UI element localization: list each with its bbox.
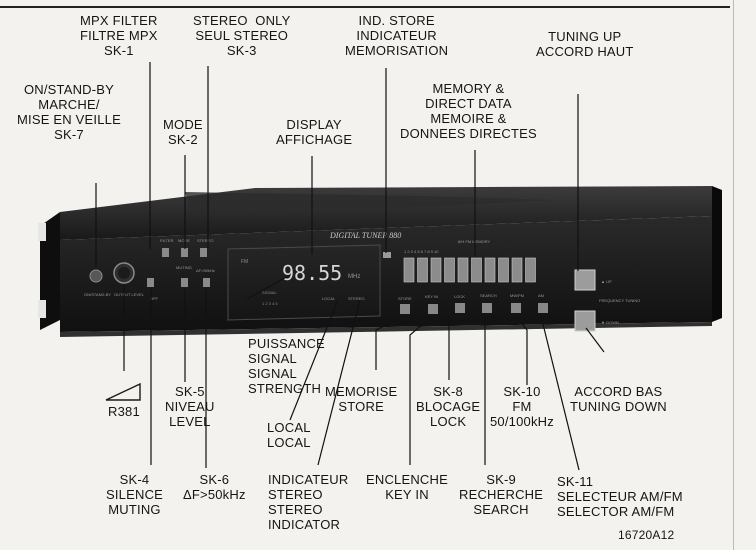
memory-key[interactable]	[444, 257, 455, 283]
label-stereo-only: STEREO ONLY SEUL STEREO SK-3	[193, 13, 291, 58]
sk6-switch[interactable]	[203, 278, 210, 287]
memory-key[interactable]	[511, 257, 523, 283]
down-text: ▼ DOWN	[601, 320, 619, 325]
figure-reference: 16720A12	[618, 528, 675, 542]
tuning-up-button[interactable]	[574, 269, 596, 291]
memory-header: 8/H FM MEMORY	[458, 239, 490, 244]
store-indicator	[383, 252, 391, 258]
search-text: SEARCH	[480, 293, 497, 298]
memory-key[interactable]	[403, 257, 415, 283]
signal-text: SIGNAL	[262, 290, 277, 295]
up-text: ▲ UP	[601, 279, 612, 284]
rack-ear-hole-bottom	[38, 300, 46, 318]
memory-key[interactable]	[498, 257, 509, 283]
right-rule	[733, 0, 734, 550]
filter-text: FILTER	[160, 238, 174, 243]
memory-key[interactable]	[525, 257, 536, 283]
leader-lines	[95, 62, 605, 471]
left-controls: ON/STAND-BY OUTPUT LEVEL	[84, 262, 145, 297]
lock-button[interactable]	[455, 303, 465, 313]
label-r381: R381	[108, 404, 140, 419]
label-mode: MODE SK-2	[163, 117, 203, 147]
memory-numbers: 1 2 3 4 5 6 7 8 9 10	[404, 249, 439, 254]
off-text: OFF	[150, 296, 159, 301]
label-sk8: SK-8 BLOCAGE LOCK	[416, 384, 481, 429]
display-window: DIGITAL TUNER 880 FM 98.55 MHz SIGNAL 1 …	[227, 231, 401, 321]
sk1-switch[interactable]	[162, 248, 169, 257]
sk4-switch[interactable]	[147, 278, 154, 287]
local-text: LOCAL	[322, 296, 336, 301]
power-button[interactable]	[89, 269, 103, 283]
label-on-standby: ON/STAND-BY MARCHE/ MISE EN VEILLE SK-7	[17, 82, 121, 142]
fm-text: FM	[241, 259, 248, 265]
memory-key[interactable]	[484, 257, 496, 283]
label-sk5: SK-5 NIVEAU LEVEL	[165, 384, 215, 429]
rack-ear-hole-top	[38, 223, 46, 241]
memory-section: 8/H FM MEMORY 1 2 3 4 5 6 7 8 9 10	[383, 239, 536, 283]
tuning-down-button[interactable]	[574, 310, 596, 332]
ifbw-text: ΔF>50kHz	[196, 268, 215, 273]
signal-steps: 1 2 3 4 5	[262, 301, 278, 306]
label-sk10: SK-10 FM 50/100kHz	[490, 384, 554, 429]
stereo-text: STEREO	[197, 238, 213, 243]
sk2-switch[interactable]	[181, 248, 188, 257]
memory-key[interactable]	[417, 257, 428, 283]
keyin-text: KEY IN	[425, 294, 438, 299]
sk3-switch[interactable]	[200, 248, 207, 257]
am-text: AM	[538, 293, 544, 298]
lower-buttons: STORE KEY IN LOCK SEARCH MW/FM AM	[398, 293, 548, 314]
output-level-text: OUTPUT LEVEL	[114, 292, 145, 297]
r381-triangle	[105, 382, 141, 401]
mhz-text: MHz	[348, 274, 360, 280]
label-sk11: SK-11 SELECTEUR AM/FM SELECTOR AM/FM	[557, 474, 683, 519]
label-sk9: SK-9 RECHERCHE SEARCH	[459, 472, 544, 517]
frequency-readout: 98.55	[282, 261, 342, 285]
label-display: DISPLAY AFFICHAGE	[276, 117, 353, 147]
am-fm-selector-button[interactable]	[538, 303, 548, 313]
tuner-cabinet	[38, 186, 722, 337]
label-sk4: SK-4 SILENCE MUTING	[106, 472, 164, 517]
label-sk6: SK-6 ΔF>50kHz	[183, 472, 246, 502]
label-stereo-indicator: INDICATEUR STEREO STEREO INDICATOR	[268, 472, 349, 532]
memory-key[interactable]	[471, 257, 482, 283]
muting-text: MUTING	[176, 265, 192, 270]
label-accord-bas: ACCORD BAS TUNING DOWN	[570, 384, 667, 414]
label-tuning-up: TUNING UP ACCORD HAUT	[536, 29, 634, 59]
keyin-button[interactable]	[428, 304, 438, 314]
search-button[interactable]	[482, 303, 492, 313]
front-panel	[60, 216, 712, 332]
label-memory: MEMORY & DIRECT DATA MEMOIRE & DONNEES D…	[400, 81, 537, 141]
tuning-section: ▲ UP ▼ DOWN FREQUENCY TUNING	[574, 269, 640, 332]
memory-key[interactable]	[457, 257, 469, 283]
mode-text: MODE	[178, 238, 190, 243]
stereo-indicator-text: STEREO	[348, 296, 364, 301]
lock-text: LOCK	[454, 294, 465, 299]
store-text: STORE	[398, 296, 412, 301]
mwfm-text: MW/FM	[510, 293, 524, 298]
fm-step-button[interactable]	[511, 303, 521, 313]
label-mpx-filter: MPX FILTER FILTRE MPX SK-1	[80, 13, 158, 58]
label-ind-store: IND. STORE INDICATEUR MEMORISATION	[345, 13, 449, 58]
switch-cluster: FILTER MODE STEREO MUTING OFF ΔF>50kHz	[147, 238, 215, 301]
memory-keys	[403, 257, 536, 283]
memory-key[interactable]	[430, 257, 442, 283]
store-button[interactable]	[400, 304, 410, 314]
sk5-switch[interactable]	[181, 278, 188, 287]
on-standby-text: ON/STAND-BY	[84, 292, 111, 297]
label-key-in: ENCLENCHE KEY IN	[366, 472, 448, 502]
label-memorise-store: MEMORISE STORE	[325, 384, 398, 414]
brand-logo: DIGITAL TUNER 880	[329, 231, 401, 240]
frequency-tuning-text: FREQUENCY TUNING	[599, 298, 640, 303]
top-rule	[0, 6, 730, 8]
label-signal-strength: PUISSANCE SIGNAL SIGNAL STRENGTH	[248, 336, 325, 396]
label-local: LOCAL LOCAL	[267, 420, 311, 450]
